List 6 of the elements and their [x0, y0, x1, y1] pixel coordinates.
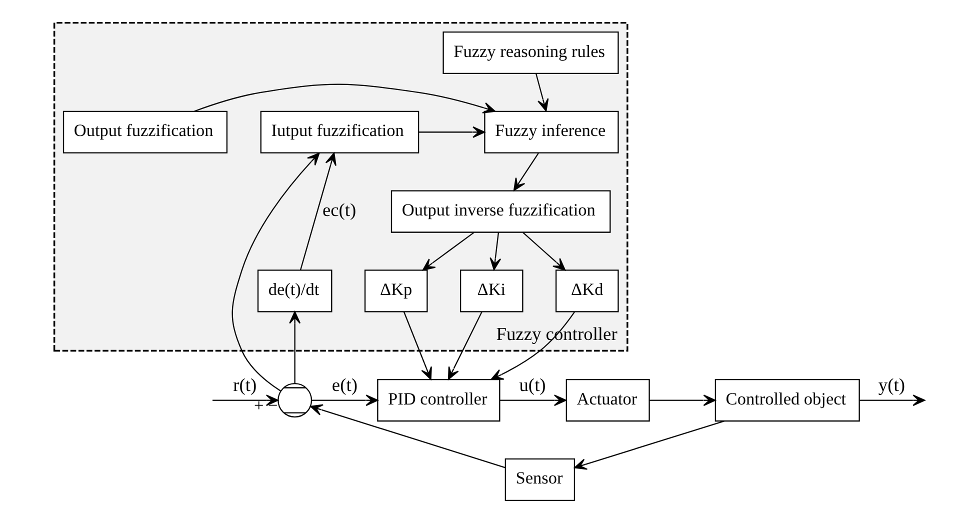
- edge-label: e(t): [332, 374, 358, 394]
- node-label: + −: [254, 396, 278, 415]
- edge-label: u(t): [519, 374, 546, 394]
- edge-label: r(t): [233, 374, 257, 394]
- edge-label: ec(t): [322, 199, 356, 220]
- edge-label: y(t): [878, 374, 905, 394]
